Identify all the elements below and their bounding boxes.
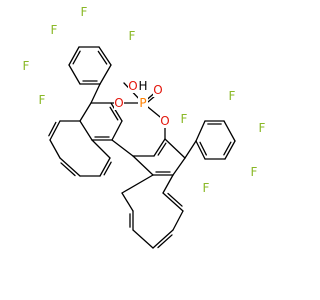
bond-line (49, 120, 61, 141)
oxygen-atom-bg (160, 114, 170, 128)
double-bond-line (167, 192, 183, 207)
fluorine-atom: F (81, 5, 88, 19)
bond-line (223, 120, 236, 142)
fluorine-atom-bg (21, 59, 31, 73)
fluorine-atom-bg (49, 23, 59, 37)
bond-line (111, 139, 134, 157)
double-bond-line (72, 50, 81, 65)
fluorine-atom-bg (179, 112, 189, 126)
bond-line (91, 139, 111, 159)
bond-line (172, 157, 186, 176)
double-bond-line (60, 162, 76, 177)
bond-line (79, 102, 92, 122)
double-bond-line (109, 106, 119, 121)
oxygen-atom-bg (153, 83, 163, 97)
bond-line (49, 139, 61, 159)
double-bond-line (48, 121, 57, 137)
oxygen-atom: O (153, 83, 162, 97)
double-bond-line (103, 161, 112, 176)
bond-line (184, 140, 197, 159)
bond-line (132, 155, 154, 176)
fluorine-atom: F (229, 89, 236, 103)
oxygen-atom: O (160, 114, 169, 128)
fluorine-atom: F (51, 23, 58, 37)
fluorine-atom: F (181, 112, 188, 126)
oxygen-atom-bg (114, 96, 124, 110)
bond-line (90, 83, 101, 104)
bond-lines (48, 46, 236, 249)
double-bond-line (157, 234, 173, 249)
bond-line (68, 46, 80, 66)
bond-line (110, 102, 123, 122)
bond-line (121, 192, 134, 212)
bond-line (153, 138, 166, 157)
fluorine-atom-bg (257, 121, 267, 135)
bond-line (121, 174, 154, 194)
fluorine-atom: F (39, 93, 46, 107)
bond-line (224, 140, 236, 160)
fluorine-atom: F (251, 165, 258, 179)
bond-line (79, 120, 93, 141)
bond-line (164, 138, 186, 159)
bond-line (111, 120, 123, 141)
bond-line (99, 157, 111, 177)
fluorine-atom-bg (37, 93, 47, 107)
bond-line (152, 229, 174, 249)
fluorine-atom-bg (79, 5, 89, 19)
bond-line (68, 64, 81, 85)
fluorine-atom: F (23, 59, 30, 73)
phosphorus-atom-bg (138, 96, 148, 110)
fluorine-atom: F (129, 29, 136, 43)
oxygen-atom: O (114, 96, 123, 110)
fluorine-atom: F (259, 121, 266, 135)
bond-line (99, 64, 112, 85)
fluorine-atom-bg (249, 165, 259, 179)
hydroxyl-oxygen-atom: O (128, 79, 137, 93)
bond-line (195, 140, 206, 160)
hydrogen-atom: H (138, 79, 147, 93)
fluorine-atom-bg (227, 89, 237, 103)
double-bond-line (199, 141, 207, 156)
double-bond-line (157, 142, 167, 156)
fluorine-atom: F (203, 181, 210, 195)
double-bond-line (223, 141, 232, 156)
bond-line (162, 174, 174, 194)
fluorine-atom-bg (201, 181, 211, 195)
bond-line (195, 120, 206, 142)
hydroxyl-oxygen-atom-bg (128, 79, 138, 93)
fluorine-atom-bg (127, 29, 137, 43)
bond-line (172, 210, 184, 231)
phosphorus-atom: P (139, 96, 146, 110)
bond-line (162, 192, 184, 212)
bond-line (98, 46, 112, 66)
double-bond-line (97, 50, 108, 65)
bond-line (59, 157, 81, 177)
hydrogen-atom-bg (138, 79, 148, 93)
bond-line (132, 229, 154, 249)
